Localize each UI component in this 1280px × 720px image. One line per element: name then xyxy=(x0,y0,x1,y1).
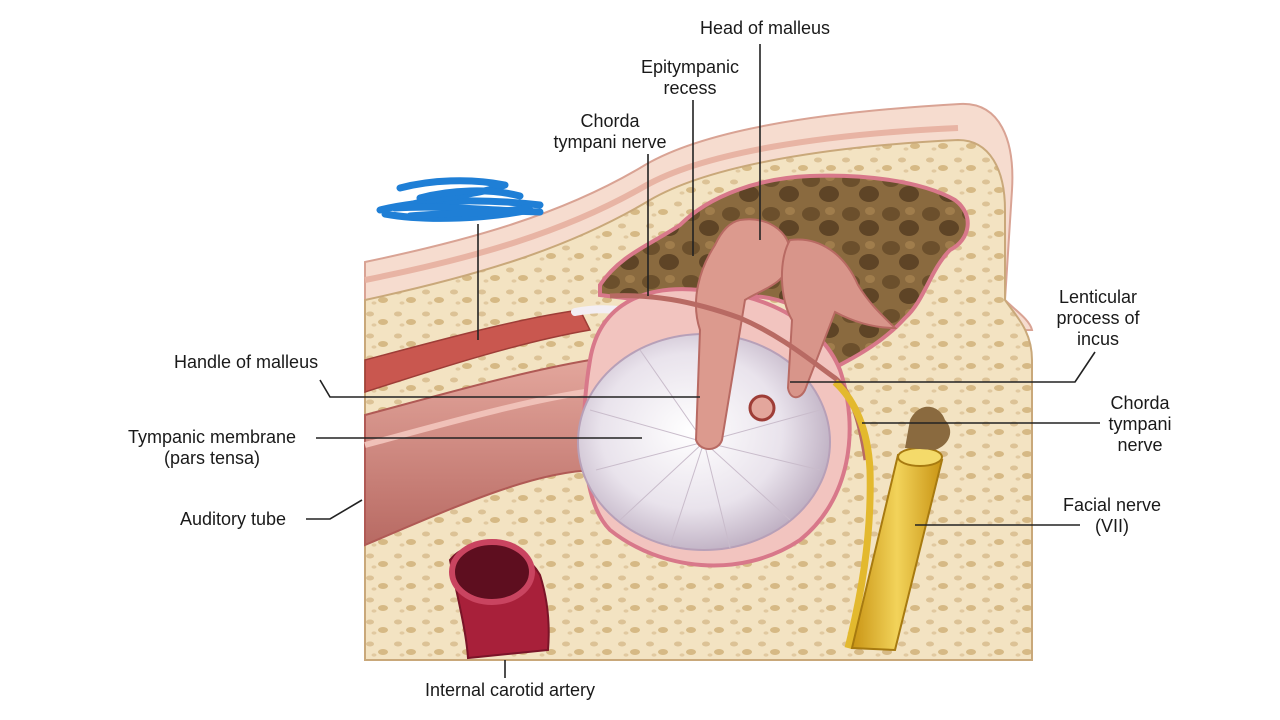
label-chorda-tympani-right: Chorda tympani nerve xyxy=(1108,393,1172,455)
skin-inner-line xyxy=(364,125,959,283)
muscle xyxy=(364,309,592,394)
redaction-scribble xyxy=(376,177,544,222)
facial-canal-bone xyxy=(905,406,951,450)
carotid-lumen xyxy=(449,539,535,605)
label-auditory-tube: Auditory tube xyxy=(180,509,287,529)
label-tympanic-membrane: Tympanic membrane (pars tensa) xyxy=(127,427,297,468)
lenticular-process-shape xyxy=(748,394,776,422)
leader-handle-of-malleus xyxy=(319,379,700,398)
label-handle-of-malleus: Handle of malleus xyxy=(174,352,319,372)
facial-nerve-end xyxy=(897,447,943,467)
chorda-tympani-yellow xyxy=(832,379,874,649)
label-chorda-tympani-top: Chorda tympani nerve xyxy=(553,111,667,152)
leader-lines xyxy=(306,44,1100,678)
leader-lenticular xyxy=(790,351,1096,383)
label-facial-nerve: Facial nerve (VII) xyxy=(1062,495,1162,536)
label-head-of-malleus: Head of malleus xyxy=(699,18,831,38)
label-lenticular-process: Lenticular process of incus xyxy=(1056,287,1140,349)
label-epitympanic-recess: Epitympanic recess xyxy=(640,57,740,98)
label-internal-carotid-artery: Internal carotid artery xyxy=(424,680,596,700)
membrane-radial-fibers xyxy=(589,349,821,549)
leader-auditory-tube xyxy=(306,499,363,520)
